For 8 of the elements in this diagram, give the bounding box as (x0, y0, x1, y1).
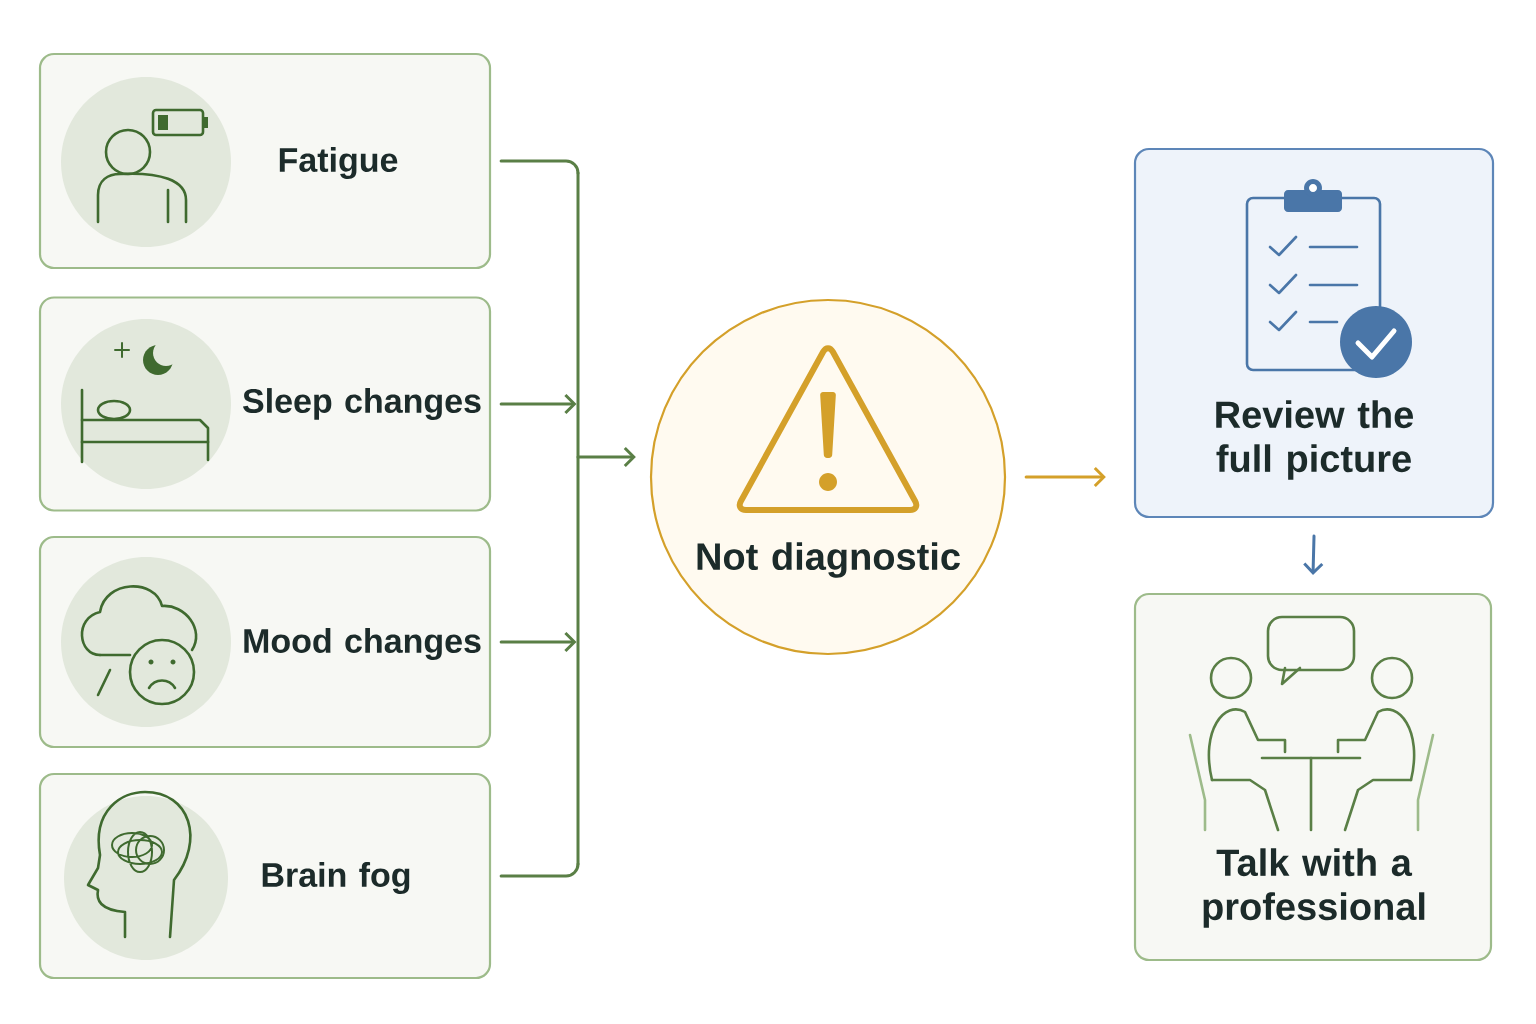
connector-line (499, 862, 580, 878)
process-box: Review the full picture (1133, 147, 1495, 519)
arrow (1303, 534, 1324, 575)
connector-line (499, 631, 577, 653)
arrow (1024, 466, 1106, 488)
connector-line (499, 393, 577, 415)
connector-line (499, 159, 580, 175)
process-box: Talk with a professional (1133, 592, 1493, 962)
